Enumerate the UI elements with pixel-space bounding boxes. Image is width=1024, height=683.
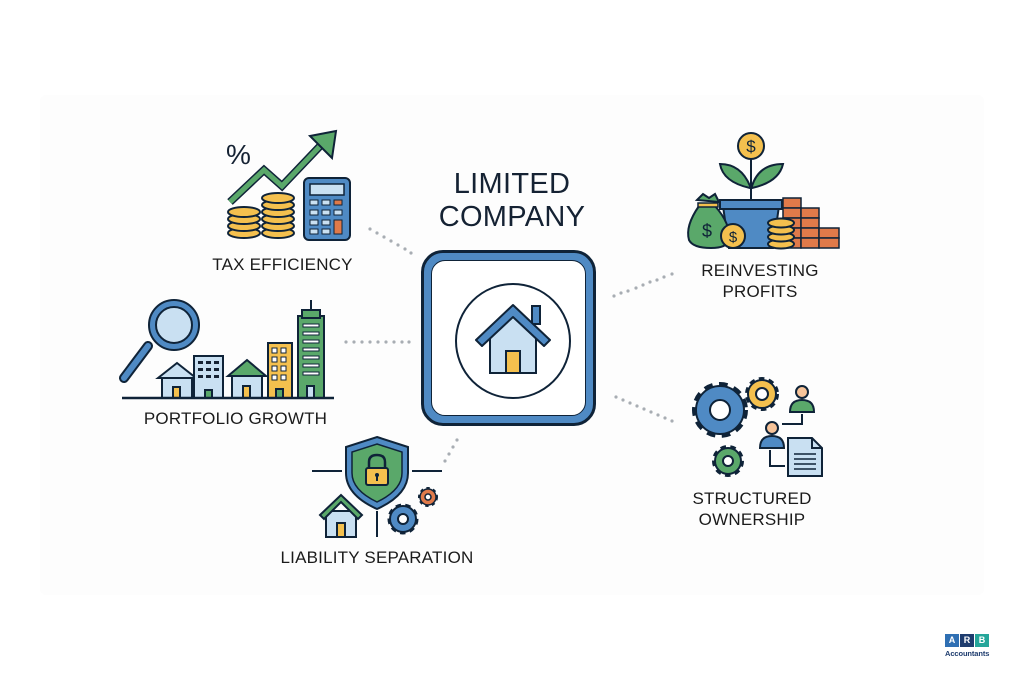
people-icon <box>758 385 816 467</box>
portfolio-growth-label: PORTFOLIO GROWTH <box>143 409 328 428</box>
reinvesting-profits-icon: $ $ $ <box>687 132 840 250</box>
diagram-title: LIMITED COMPANY <box>412 168 612 234</box>
reinvesting-profits-label: REINVESTING PROFITS <box>680 260 840 302</box>
shield-lock-icon <box>345 435 409 511</box>
houses-icon <box>122 300 334 400</box>
title-line-2: COMPANY <box>438 201 586 233</box>
svg-text:$: $ <box>746 137 756 156</box>
portfolio-growth-icon <box>119 299 334 400</box>
percent-icon: % <box>226 139 251 170</box>
liability-separation-label: LIABILITY SEPARATION <box>280 548 474 567</box>
svg-text:%: % <box>226 139 251 170</box>
coins-icon <box>767 217 795 250</box>
coins-icon <box>227 192 295 239</box>
label-line-1: REINVESTING <box>701 261 819 280</box>
structured-ownership-label: STRUCTURED OWNERSHIP <box>672 488 832 530</box>
document-icon <box>787 437 823 477</box>
svg-text:$: $ <box>702 221 712 241</box>
title-line-1: LIMITED <box>453 168 571 200</box>
gears-icon <box>692 377 779 477</box>
label-line-2: OWNERSHIP <box>698 510 806 529</box>
house-icon <box>318 493 364 538</box>
calculator-icon <box>303 177 351 241</box>
liability-separation-icon <box>312 435 442 538</box>
logo-letter-b: B <box>975 634 989 647</box>
tax-efficiency-icon: % <box>226 129 351 241</box>
growth-arrow-icon <box>227 129 338 205</box>
logo-letter-a: A <box>945 634 959 647</box>
svg-text:$: $ <box>729 229 738 246</box>
tax-efficiency-label: TAX EFFICIENCY <box>212 255 353 274</box>
magnifier-icon <box>119 299 200 383</box>
logo-text: Accountants <box>945 649 990 658</box>
label-line-1: STRUCTURED <box>692 489 812 508</box>
logo-letter-r: R <box>960 634 974 647</box>
gears-icon <box>387 487 438 535</box>
label-line-2: PROFITS <box>722 282 798 301</box>
structured-ownership-icon <box>692 377 823 477</box>
house-icon <box>455 283 571 399</box>
